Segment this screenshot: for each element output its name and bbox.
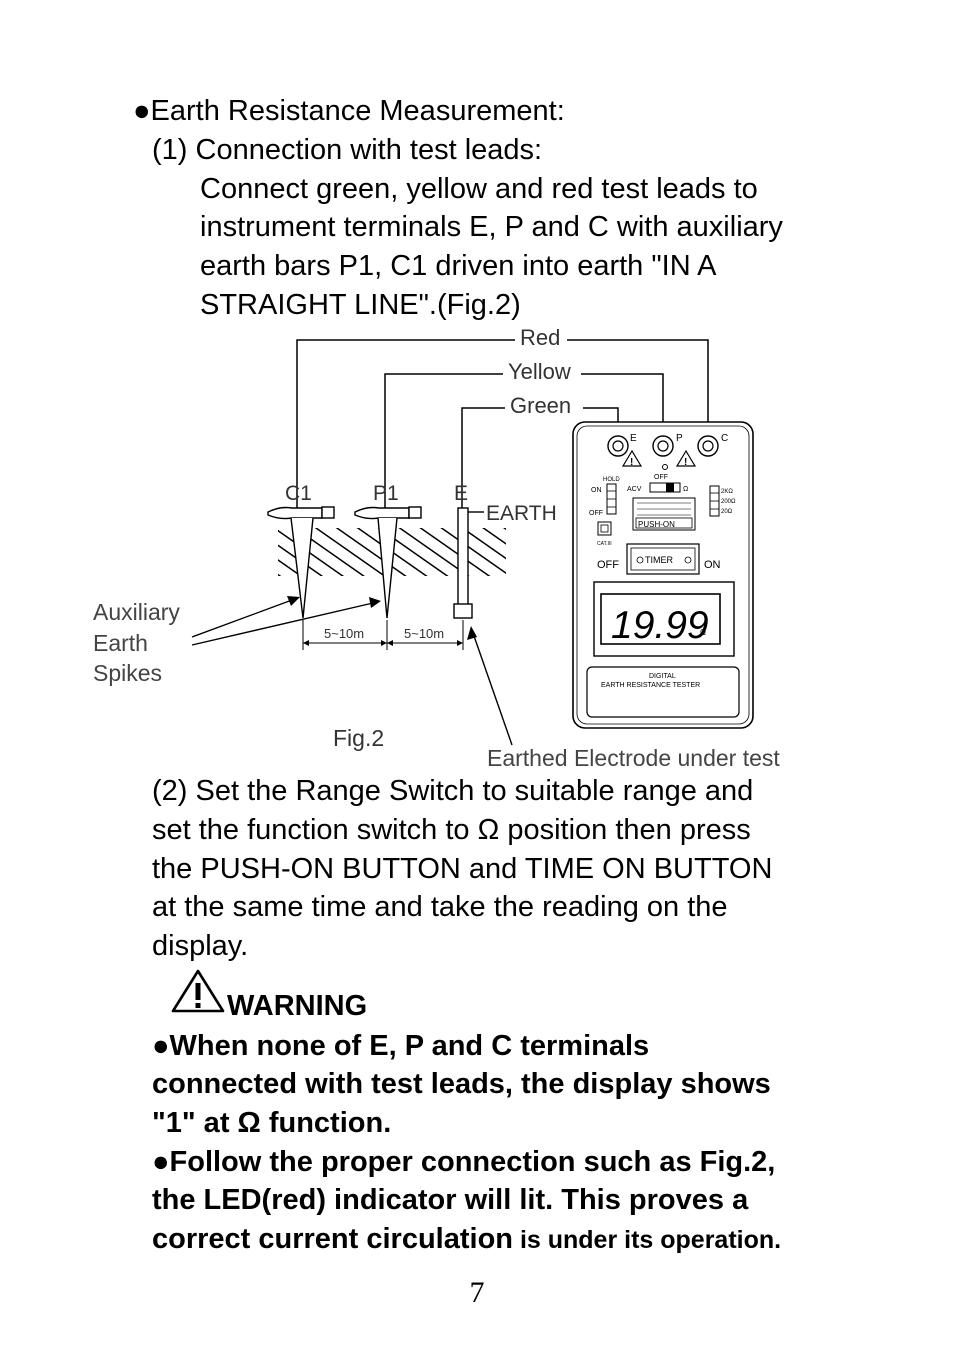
device-name-1: DIGITAL	[649, 673, 676, 680]
page-number: 7	[469, 1276, 485, 1309]
cat-label: CAT.III	[597, 541, 612, 547]
warning-icon	[171, 969, 225, 1013]
warning-line-4: ●Follow the proper connection such as Fi…	[152, 1146, 776, 1178]
label-distance-2: 5~10m	[404, 626, 444, 641]
label-earth: EARTH	[486, 502, 557, 525]
warning-line-6-main: correct current circulation	[152, 1223, 513, 1255]
func-acv-label: ACV	[627, 486, 642, 493]
warning-line-6: correct current circulation is under its…	[152, 1220, 781, 1260]
name-plate	[586, 666, 740, 718]
func-off-label: OFF	[654, 474, 668, 481]
warning-line-6-tail: is under its operation.	[513, 1226, 782, 1254]
label-aux-3: Spikes	[93, 660, 162, 686]
red-lead-wire	[296, 339, 709, 508]
term-label-e: E	[630, 433, 637, 444]
timer-on-label: ON	[704, 559, 721, 571]
step1-line-3: earth bars P1, C1 driven into earth "IN …	[200, 250, 717, 282]
step1-line-2: instrument terminals E, P and C with aux…	[200, 211, 783, 243]
label-e: E	[454, 482, 468, 505]
label-green: Green	[510, 393, 571, 418]
spike-c1	[267, 506, 335, 619]
terminal-c	[697, 435, 719, 457]
range-label-2: 200Ω	[721, 499, 736, 505]
spike-p1	[354, 506, 422, 619]
lcd-reading: 19.99	[611, 604, 709, 647]
warning-line-1: ●When none of E, P and C terminals	[152, 1030, 650, 1062]
warning-triangle-icon	[675, 449, 697, 467]
step1-line-1: Connect green, yellow and red test leads…	[200, 173, 758, 205]
electrode-e	[453, 507, 484, 619]
label-yellow: Yellow	[508, 359, 571, 384]
fig2-diagram: Red Yellow Green C1 P1 E EARTH 5~10m 5~1…	[93, 325, 780, 771]
term-label-p: P	[676, 433, 683, 444]
terminal-p	[652, 435, 674, 457]
warning-line-3: "1" at Ω function.	[152, 1107, 392, 1139]
device-name-2: EARTH RESISTANCE TESTER	[601, 682, 700, 689]
label-p1: P1	[373, 482, 399, 505]
push-on-label: PUSH-ON	[638, 520, 675, 529]
func-ohm-label: Ω	[683, 486, 688, 493]
step2-line-2: set the function switch to Ω position th…	[152, 814, 751, 846]
label-c1: C1	[285, 482, 312, 505]
step2-line-3: the PUSH-ON BUTTON and TIME ON BUTTON	[152, 853, 773, 885]
label-aux-1: Auxiliary	[93, 599, 180, 625]
warning-triangle-icon	[621, 449, 643, 467]
step1-title: (1) Connection with test leads:	[152, 134, 543, 166]
range-label-3: 20Ω	[721, 509, 733, 515]
timer-label: TIMER	[645, 555, 673, 565]
terminal-e	[607, 435, 629, 457]
fig-caption: Fig.2	[333, 725, 384, 751]
tester-device: E P C ! ! HOLD ON OFF OFF ACV Ω 2KΩ 200Ω…	[572, 421, 754, 729]
function-switch	[649, 482, 681, 493]
label-aux-2: Earth	[93, 630, 148, 656]
hold-label: HOLD	[603, 477, 620, 483]
range-label-1: 2KΩ	[721, 489, 733, 495]
label-distance-1: 5~10m	[324, 626, 364, 641]
step1-line-4: STRAIGHT LINE".(Fig.2)	[200, 289, 521, 321]
warning-title: WARNING	[227, 990, 368, 1022]
svg-text:!: !	[684, 457, 687, 468]
label-electrode: Earthed Electrode under test	[487, 745, 780, 771]
svg-text:!: !	[630, 457, 633, 468]
warning-line-5: the LED(red) indicator will lit. This pr…	[152, 1184, 749, 1216]
term-label-c: C	[721, 433, 728, 444]
section-heading: ●Earth Resistance Measurement:	[133, 95, 565, 127]
hold-off-label: OFF	[589, 510, 603, 517]
label-red: Red	[520, 325, 560, 350]
lcd-unit: Ω	[700, 628, 706, 637]
step2-line-1: (2) Set the Range Switch to suitable ran…	[152, 775, 754, 807]
timer-off-label: OFF	[597, 559, 619, 571]
step2-line-4: at the same time and take the reading on…	[152, 891, 728, 923]
warning-line-2: connected with test leads, the display s…	[152, 1068, 771, 1100]
step2-line-5: display.	[152, 930, 249, 962]
hold-on-label: ON	[591, 487, 602, 494]
